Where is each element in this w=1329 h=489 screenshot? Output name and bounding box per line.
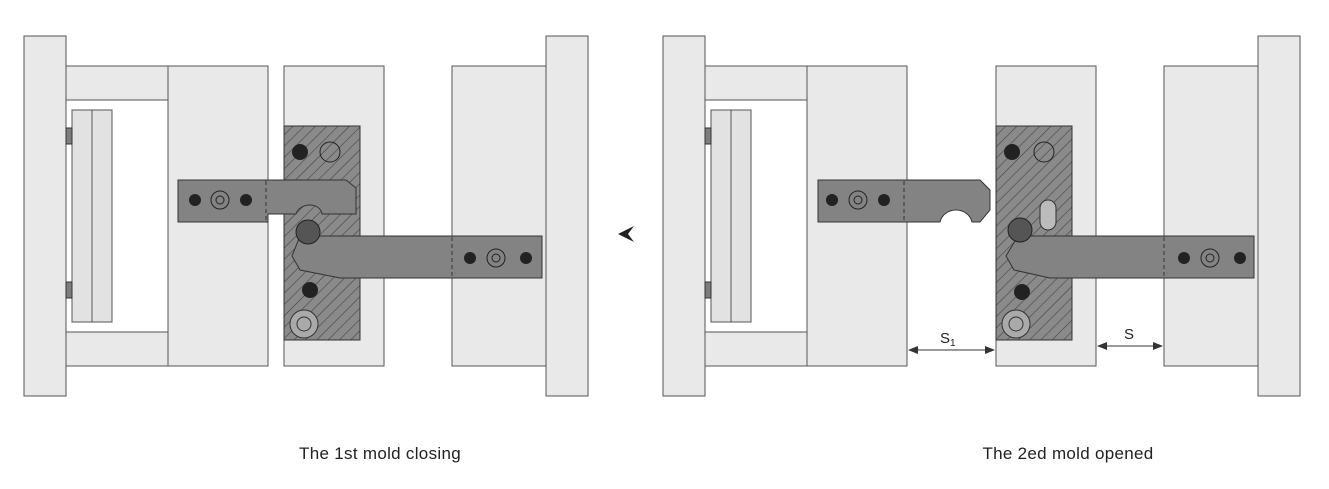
right-front-clamp-plate bbox=[1257, 35, 1301, 397]
left-pin-top bbox=[65, 127, 73, 145]
left-bottom-screw bbox=[289, 309, 319, 339]
caption-left: The 1st mold closing bbox=[299, 444, 461, 463]
left-roller bbox=[295, 219, 321, 245]
right-fastener-marks bbox=[826, 141, 1246, 300]
left-cavity-plate bbox=[451, 65, 547, 367]
left-latch-bar bbox=[177, 179, 357, 223]
right-diagram: S1 S bbox=[662, 35, 1301, 397]
left-clamp-plate bbox=[23, 35, 67, 397]
chevron-left-icon bbox=[618, 226, 634, 242]
dimension-s1-label: S1 bbox=[940, 330, 956, 349]
right-ejector-plate-b bbox=[730, 109, 752, 323]
right-latch-bar bbox=[817, 179, 991, 223]
left-top-rail bbox=[65, 65, 169, 101]
left-ejector-plate-a bbox=[71, 109, 93, 323]
right-hook-bar bbox=[1005, 235, 1255, 279]
left-diagram bbox=[23, 35, 589, 397]
left-bottom-rail bbox=[65, 331, 169, 367]
right-bottom-screw bbox=[1001, 309, 1031, 339]
right-clamp-plate bbox=[662, 35, 706, 397]
left-fastener-marks bbox=[189, 141, 532, 298]
left-front-clamp-plate bbox=[545, 35, 589, 397]
right-cavity-plate bbox=[1163, 65, 1259, 367]
right-ejector-plate-a bbox=[710, 109, 732, 323]
left-hook-bar bbox=[291, 235, 543, 279]
dimension-s-label: S bbox=[1124, 326, 1134, 343]
right-bottom-rail bbox=[704, 331, 808, 367]
left-ejector-plate-b bbox=[91, 109, 113, 323]
right-top-rail bbox=[704, 65, 808, 101]
right-roller bbox=[1007, 217, 1033, 243]
caption-right: The 2ed mold opened bbox=[982, 444, 1153, 463]
left-pin-bottom bbox=[65, 281, 73, 299]
